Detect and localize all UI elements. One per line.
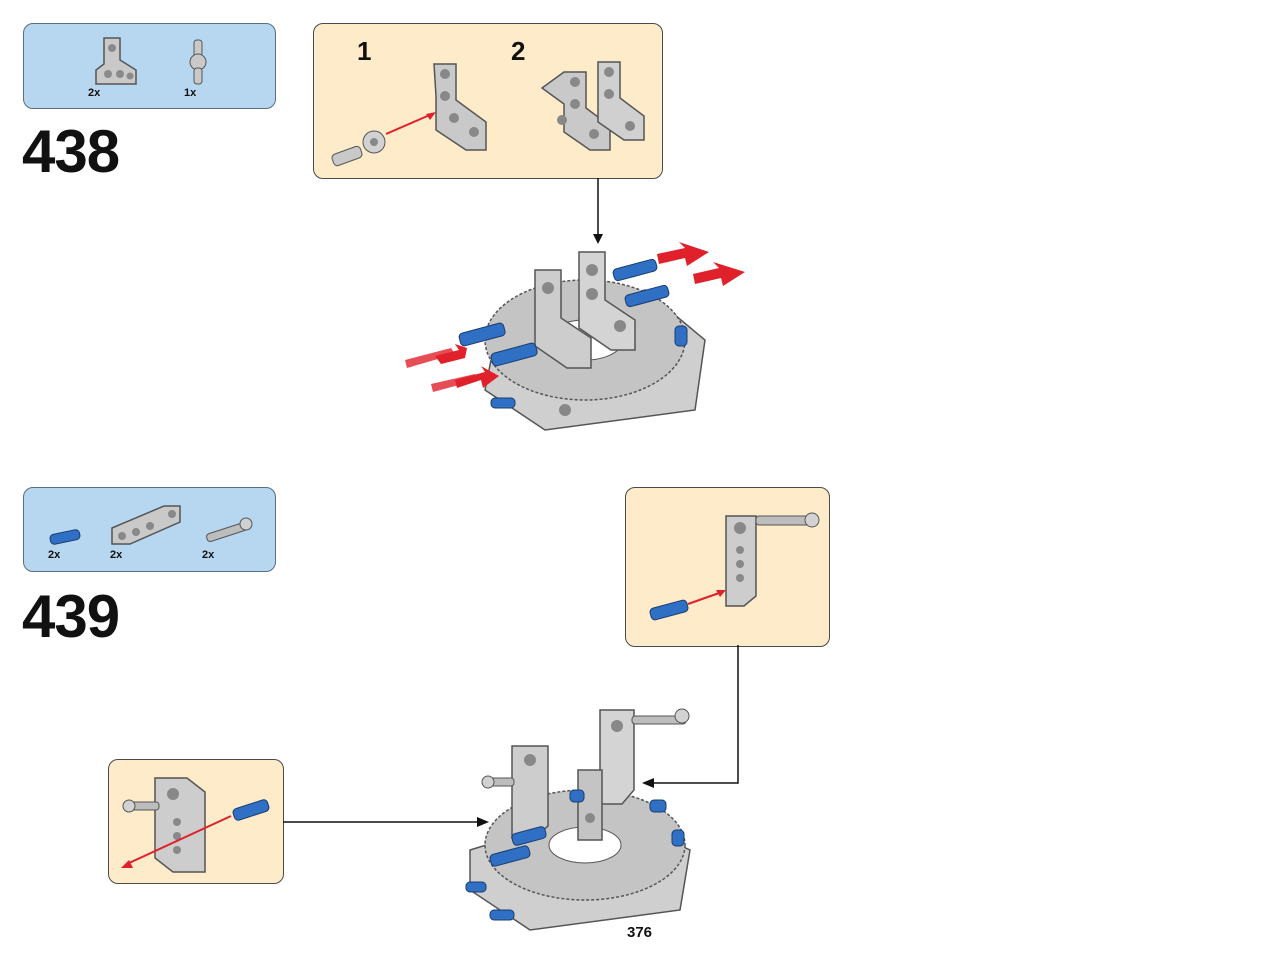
right-sub-assembly-illustration [649,512,820,621]
step-439-left-sub-assembly-callout [108,759,284,884]
blue-pins [465,789,685,921]
step-439-parts-list: 2x 2x 2x [23,487,276,572]
blue-axle-pin-part-icon [49,529,81,545]
step-number-438: 438 [22,118,120,185]
sub-step-2: 2 [511,36,526,66]
part-qty: 1x [184,87,197,99]
connector-pin-part-icon [189,39,207,85]
connector-pin-icon [331,130,386,167]
left-callout-connector-arrow [283,817,489,827]
beam-bracket-icon [433,63,487,151]
step-number-439: 439 [22,583,120,650]
pin-with-bush-part-icon [206,517,253,543]
sub-step-2-illustration [540,61,645,151]
step-438-parts-list: 2x 1x [23,23,276,109]
right-callout-connector-arrow [642,645,739,788]
red-insert-arrows [405,242,745,392]
left-sub-assembly-illustration [121,777,270,873]
step-439-right-sub-assembly-callout [625,487,830,647]
gray-pins [481,708,690,789]
part-qty: 2x [110,549,123,561]
page-number: 376 [627,924,653,941]
beam-bracket-assembly [534,251,636,369]
sub-step-1-illustration [331,63,487,167]
bent-beam-part-icon [111,505,181,545]
sub-step-1: 1 [357,36,372,66]
part-qty: 2x [202,549,215,561]
step-438-main-model [405,242,745,431]
part-qty: 2x [48,549,61,561]
part-qty: 2x [88,87,101,99]
step-438-sub-assembly-callout: 1 2 [313,23,663,179]
callout-connector-arrow [593,178,603,244]
blue-pins [458,258,688,409]
beam-bracket-part-icon [95,37,137,85]
step-439-main-model [465,708,691,931]
